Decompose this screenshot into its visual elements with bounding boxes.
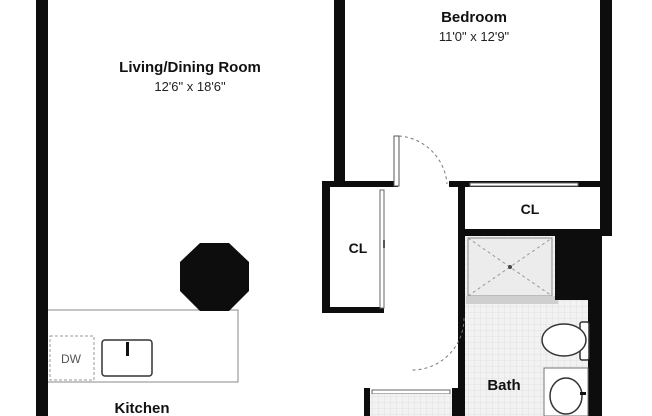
bottom-closet-floor — [370, 394, 452, 416]
bath-name: Bath — [487, 377, 520, 394]
bedroom-closet-door — [469, 182, 579, 187]
hall-closet-left-wall — [322, 181, 330, 313]
shower-slope-lines — [467, 237, 553, 297]
bath-sink — [549, 377, 583, 415]
hall-closet-label: CL — [349, 240, 368, 256]
hall-closet-door — [379, 189, 385, 309]
right-exterior-wall — [600, 0, 612, 236]
left-exterior-wall — [36, 0, 48, 416]
bedroom-dimensions: 11'0" x 12'9" — [439, 29, 510, 44]
bedroom-closet-label: CL — [521, 201, 540, 217]
bedroom-name: Bedroom — [441, 9, 507, 26]
bath-door-swing — [411, 317, 465, 371]
hall-closet-door-handle — [383, 240, 385, 248]
bottom-closet-wall-left — [364, 388, 370, 416]
bedroom-closet-left-wall — [458, 181, 465, 416]
bath-right-wall — [588, 230, 602, 416]
dining-table — [180, 243, 249, 311]
bath-wall-ledge — [466, 296, 558, 304]
living-room-dimensions: 12'6" x 18'6" — [154, 79, 226, 94]
bath-sink-faucet — [580, 392, 586, 395]
living-room-name: Living/Dining Room — [119, 59, 261, 76]
bedroom-door-leaf — [393, 135, 400, 187]
bottom-closet-wall-right — [452, 388, 460, 416]
bedroom-bottom-wall-left — [322, 181, 398, 187]
bedroom-door-swing — [398, 135, 448, 185]
sink-faucet — [126, 342, 129, 356]
bedroom-closet-bottom-wall — [458, 229, 600, 236]
dishwasher — [49, 335, 95, 381]
shower-drain — [508, 265, 512, 269]
bath-door-wall — [458, 370, 465, 416]
kitchen-sink — [101, 339, 153, 377]
toilet-bowl — [541, 323, 587, 357]
bottom-closet-door — [371, 389, 451, 395]
dishwasher-label: DW — [61, 352, 82, 366]
hall-closet-bottom-wall — [322, 307, 384, 313]
living-bedroom-partition — [334, 0, 345, 186]
kitchen-name: Kitchen — [114, 400, 169, 416]
bath-right-wall-thick — [555, 232, 590, 300]
